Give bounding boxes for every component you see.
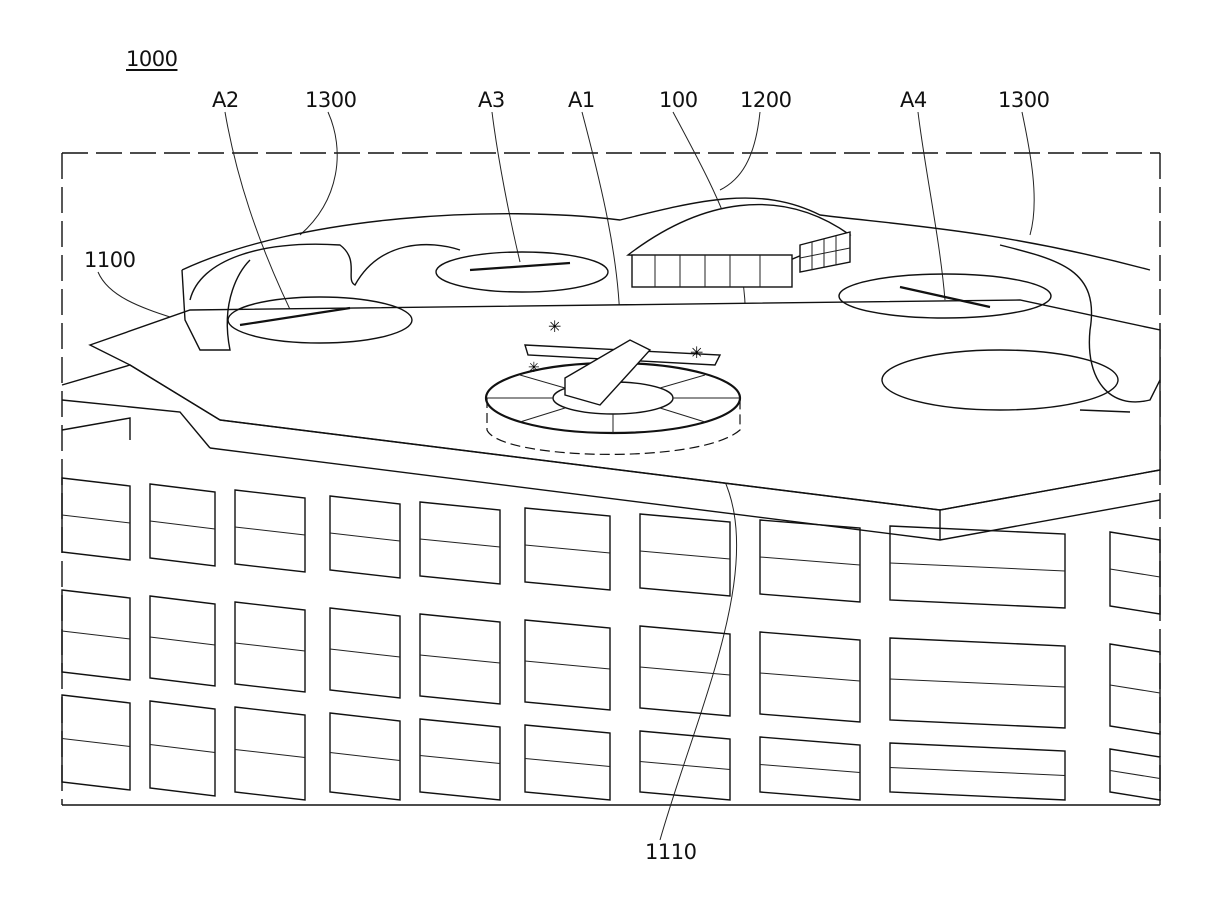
window-transom bbox=[62, 739, 130, 747]
window-transom bbox=[235, 750, 305, 758]
window-transom bbox=[150, 637, 215, 645]
window-transom bbox=[640, 762, 730, 770]
pad-a3 bbox=[436, 252, 608, 292]
window-transom bbox=[890, 563, 1065, 571]
rotor-icon: ✳ bbox=[548, 319, 561, 336]
window-transom bbox=[525, 661, 610, 669]
window-transom bbox=[525, 545, 610, 553]
window-transom bbox=[890, 768, 1065, 776]
window-transom bbox=[330, 753, 400, 761]
window-transom bbox=[760, 673, 860, 681]
window-transom bbox=[62, 631, 130, 639]
window-transom bbox=[640, 551, 730, 559]
window-transom bbox=[420, 655, 500, 663]
rotor-icon: ✳ bbox=[690, 345, 703, 362]
window-transom bbox=[760, 765, 860, 773]
window-transom bbox=[330, 649, 400, 657]
window-transom bbox=[1110, 771, 1160, 779]
window-transom bbox=[330, 533, 400, 541]
window-transom bbox=[890, 679, 1065, 687]
window-transom bbox=[420, 539, 500, 547]
window-transom bbox=[235, 643, 305, 651]
aircraft-a3-icon bbox=[470, 263, 570, 270]
window-transom bbox=[1110, 685, 1160, 693]
window-transom bbox=[640, 667, 730, 675]
window-transom bbox=[150, 745, 215, 753]
window-transom bbox=[235, 527, 305, 535]
window-transom bbox=[62, 515, 130, 523]
window-transom bbox=[420, 756, 500, 764]
window-transom bbox=[525, 759, 610, 767]
window-transom bbox=[150, 521, 215, 529]
window-transom bbox=[760, 557, 860, 565]
terminal-building bbox=[628, 205, 850, 287]
window-transom bbox=[1110, 569, 1160, 577]
rotor-icon: ✳ bbox=[528, 359, 540, 375]
rooftop-deck bbox=[62, 300, 1160, 540]
